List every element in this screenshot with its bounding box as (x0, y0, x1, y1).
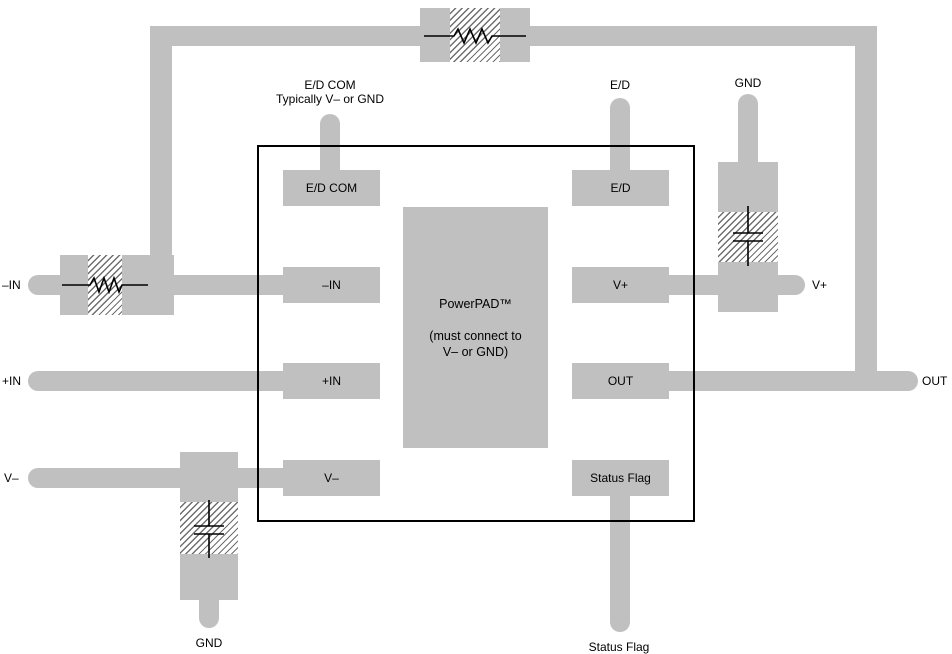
resistor-icon (62, 276, 148, 294)
v-minus-label: V– (4, 471, 19, 485)
resistor-icon (424, 26, 526, 46)
edcom-stub-trace (320, 114, 340, 174)
status-flag-bottom-label: Status Flag (588, 640, 650, 654)
powerpad-name: PowerPAD™ (439, 296, 512, 311)
feedback-trace-right (855, 26, 877, 391)
pad-edcom: E/D COM (283, 170, 380, 206)
pos-in-trace (28, 371, 283, 391)
pos-in-label: +IN (2, 374, 22, 388)
pad-v-plus: V+ (572, 267, 669, 303)
pad-v-plus-label: V+ (612, 278, 628, 292)
feedback-trace-left (150, 26, 172, 278)
edcom-external-label: E/D COM Typically V– or GND (275, 78, 385, 106)
capacitor-icon (733, 206, 763, 266)
vminus-capacitor-pad-bottom (180, 554, 238, 600)
gnd-bottom-stub-trace (199, 598, 219, 628)
pad-neg-in: –IN (283, 267, 380, 303)
ed-stub-trace (610, 98, 630, 174)
pad-ed: E/D (572, 170, 669, 206)
neg-in-label: –IN (2, 278, 21, 292)
ed-external-label: E/D (609, 78, 630, 92)
pad-pos-in: +IN (283, 363, 380, 399)
out-label: OUT (922, 374, 948, 388)
ic-outline (257, 145, 695, 522)
feedback-junction-pad (146, 255, 174, 315)
feedback-resistor-body (450, 8, 500, 62)
feedback-resistor-pad-left (420, 8, 450, 62)
status-flag-stub-trace (610, 494, 630, 632)
v-plus-label: V+ (812, 278, 828, 292)
pad-ed-label: E/D (610, 181, 631, 195)
pad-out: OUT (572, 363, 669, 399)
pad-edcom-label: E/D COM (305, 181, 358, 195)
pad-status-flag-label: Status Flag (590, 471, 651, 485)
pad-out-label: OUT (607, 374, 634, 388)
pad-v-minus: V– (283, 460, 380, 496)
out-trace (669, 371, 918, 391)
gnd-top-label: GND (734, 76, 762, 90)
pad-status-flag: Status Flag (572, 460, 669, 496)
vplus-capacitor-pad-top (718, 162, 778, 212)
v-minus-trace (28, 468, 283, 488)
vminus-capacitor-pad-top (180, 452, 238, 502)
pad-v-minus-label: V– (324, 471, 339, 485)
powerpad-note: (must connect to V– or GND) (429, 328, 522, 359)
pad-neg-in-label: –IN (322, 278, 341, 292)
gnd-right-stub-trace (738, 94, 758, 166)
feedback-resistor-pad-right (500, 8, 530, 62)
powerpad: PowerPAD™ (must connect to V– or GND) (403, 207, 548, 448)
vplus-capacitor-pad-bottom (718, 262, 778, 312)
gnd-bottom-label: GND (195, 636, 223, 650)
pad-pos-in-label: +IN (321, 374, 341, 388)
capacitor-icon (194, 500, 224, 558)
